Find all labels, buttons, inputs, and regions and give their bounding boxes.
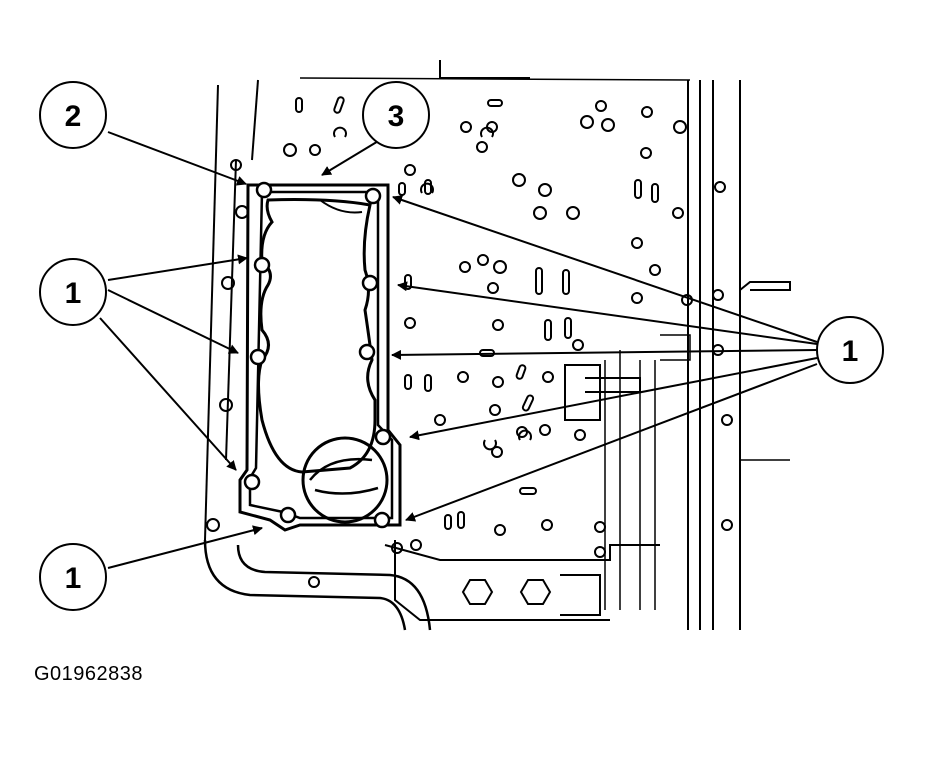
callout-2: 2 [39,81,107,149]
callout-2-label: 2 [65,100,82,133]
gasket-bolts [243,181,392,529]
callout-3: 3 [362,81,430,149]
leader-lines [99,131,818,569]
filter-body [257,198,389,524]
callout-1-right: 1 [816,316,884,384]
callout-1-left-top-label: 1 [65,277,82,310]
callout-1-left-bottom: 1 [39,543,107,611]
callout-1-left-bottom-label: 1 [65,562,82,595]
figure-id: G01962838 [34,663,144,685]
housing-background [203,60,791,631]
callout-3-label: 3 [388,100,405,133]
callout-1-left-top: 1 [39,258,107,326]
callout-1-right-label: 1 [842,335,859,368]
